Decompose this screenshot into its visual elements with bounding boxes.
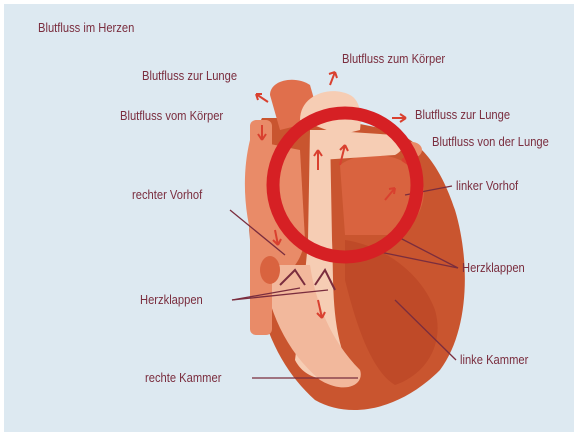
label-blutfluss-zur-lunge-right: Blutfluss zur Lunge bbox=[415, 107, 510, 123]
label-linke-kammer: linke Kammer bbox=[460, 352, 528, 368]
label-blutfluss-vom-koerper: Blutfluss vom Körper bbox=[120, 108, 223, 124]
arrow-zur-lunge-left bbox=[256, 94, 268, 102]
diagram-title: Blutfluss im Herzen bbox=[38, 20, 134, 36]
label-blutfluss-zur-lunge-left: Blutfluss zur Lunge bbox=[142, 68, 237, 84]
label-herzklappen-left: Herzklappen bbox=[140, 292, 203, 308]
atrium-spot bbox=[260, 256, 280, 284]
label-linker-vorhof: linker Vorhof bbox=[456, 178, 518, 194]
label-rechte-kammer: rechte Kammer bbox=[145, 370, 221, 386]
vena-cava bbox=[250, 120, 272, 335]
label-blutfluss-von-der-lunge: Blutfluss von der Lunge bbox=[432, 134, 549, 150]
label-blutfluss-zum-koerper: Blutfluss zum Körper bbox=[342, 51, 445, 67]
arrow-zum-koerper bbox=[329, 72, 337, 85]
arrow-zur-lunge-right bbox=[392, 114, 406, 122]
label-rechter-vorhof: rechter Vorhof bbox=[132, 187, 202, 203]
label-herzklappen-right: Herzklappen bbox=[462, 260, 525, 276]
